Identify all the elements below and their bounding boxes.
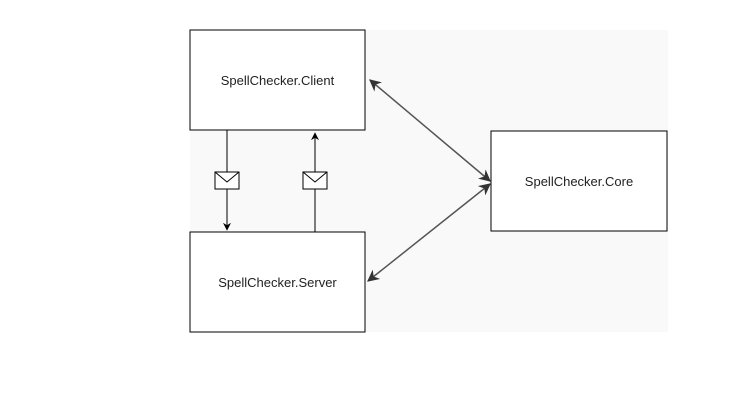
envelope-icon [302, 171, 328, 190]
node-server[interactable]: SpellChecker.Server [189, 231, 366, 333]
node-core-label: SpellChecker.Core [525, 174, 633, 189]
edge-server-core-line [367, 183, 491, 282]
edge-server-core[interactable] [367, 183, 491, 282]
envelope-icon [214, 171, 240, 190]
node-core[interactable]: SpellChecker.Core [490, 130, 668, 232]
edge-client-to-server[interactable] [214, 130, 240, 231]
node-server-box [189, 231, 366, 333]
node-client[interactable]: SpellChecker.Client [189, 29, 366, 131]
edge-client-core[interactable] [369, 79, 491, 182]
node-client-box [189, 29, 366, 131]
edge-server-to-client[interactable] [302, 132, 328, 232]
edge-client-core-line [369, 79, 491, 182]
node-client-label: SpellChecker.Client [221, 73, 335, 88]
node-server-label: SpellChecker.Server [218, 275, 337, 290]
node-core-box [490, 130, 668, 232]
